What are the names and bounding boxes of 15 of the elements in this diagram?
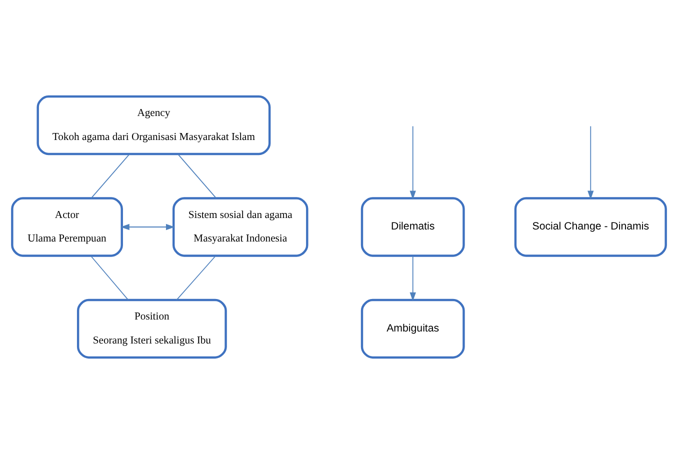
arrow [120, 224, 175, 230]
node-box: Social Change - Dinamis [514, 197, 667, 257]
node-box: Ambiguitas [360, 298, 465, 359]
arrow [588, 126, 594, 200]
node-box: Dilematis [360, 197, 465, 257]
connector [178, 154, 217, 199]
connector [90, 256, 129, 300]
node-box: Agency Tokoh agama dari Organisasi Masyarakat Islam [36, 95, 271, 156]
connector [90, 154, 130, 199]
node-box: Position Seorang Isteri sekaligus Ibu [76, 298, 227, 359]
node-box: Actor Ulama Perempuan [11, 197, 123, 257]
node-box: Sistem sosial dan agama Masyarakat Indonesia [172, 197, 308, 257]
arrow [410, 256, 416, 302]
arrow [410, 126, 416, 200]
connector [176, 256, 216, 300]
